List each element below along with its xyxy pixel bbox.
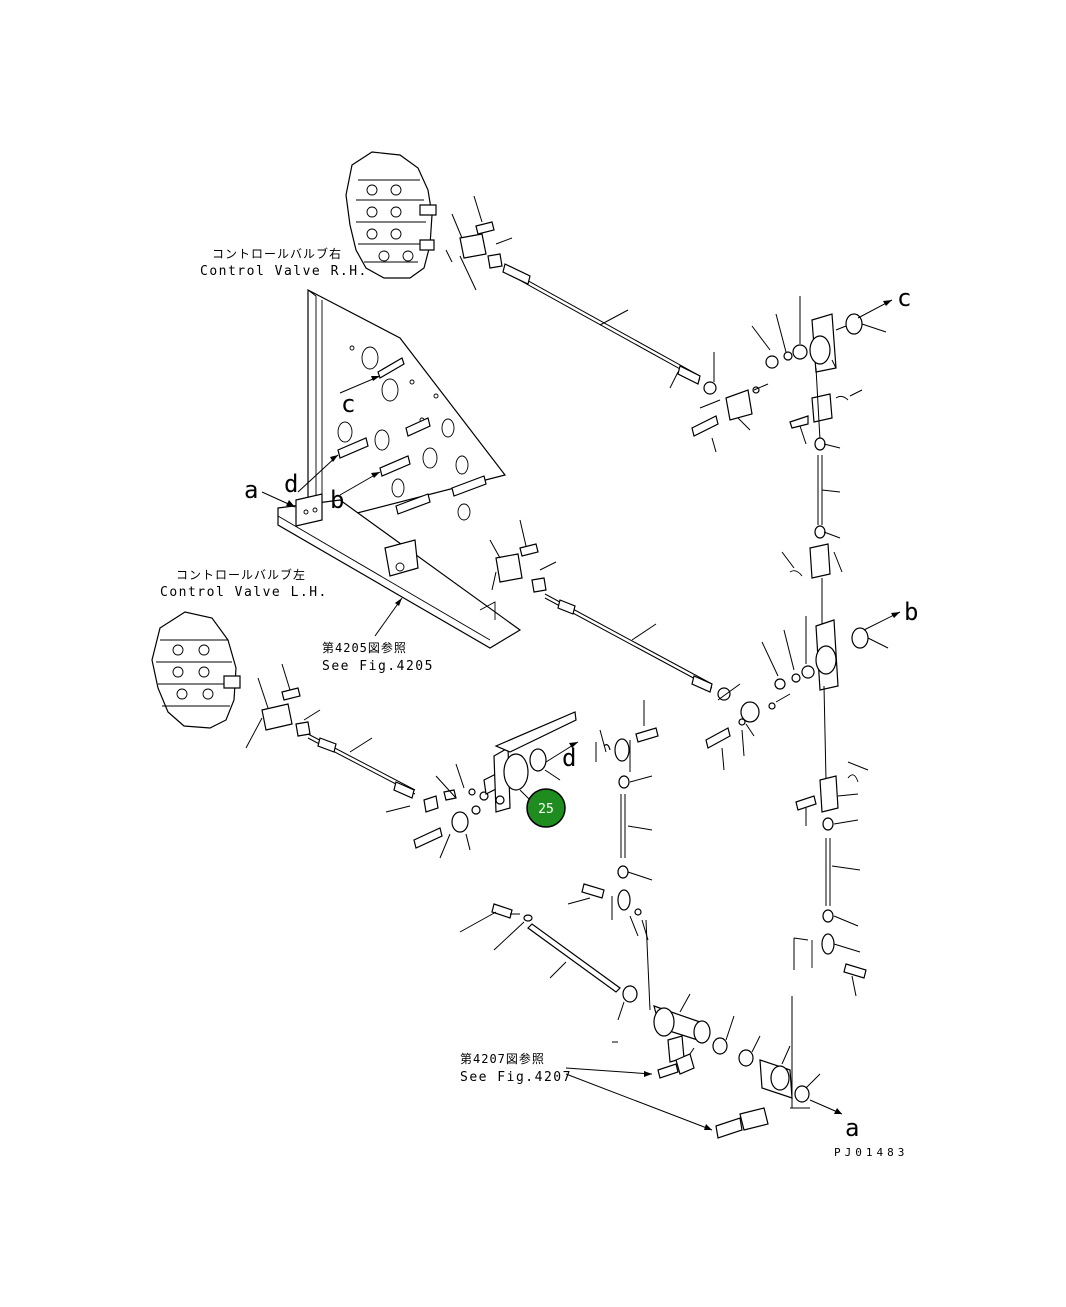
mounting-plate xyxy=(307,289,507,521)
ref-label-d-lever: d xyxy=(562,744,576,772)
ref-label-c-plate: c xyxy=(341,390,355,418)
fig4207-en-label: See Fig.4207 xyxy=(460,1070,572,1085)
fig4205-jp-label: 第4205図参照 xyxy=(322,640,407,655)
rod-right-vertical-lower xyxy=(793,685,869,997)
clevis-lh xyxy=(245,663,321,749)
callout-25[interactable]: 25 xyxy=(526,788,566,828)
ref-label-d-plate: d xyxy=(284,470,298,498)
valve-rh-jp-label: コントロールバルブ右 xyxy=(212,246,342,261)
control-valve-rh xyxy=(345,151,437,279)
fig4205-en-label: See Fig.4205 xyxy=(322,659,434,674)
lever-lh-assembly xyxy=(413,711,577,859)
rod-ends-fig4207 xyxy=(657,1047,769,1139)
rod-middle xyxy=(544,593,713,693)
fig4207-jp-label: 第4207図参照 xyxy=(460,1051,545,1066)
valve-lh-en-label: Control Valve L.H. xyxy=(160,585,328,600)
fig4207-leader-1 xyxy=(565,1067,653,1075)
rod-lh xyxy=(307,733,416,813)
ref-label-a-bottom: a xyxy=(845,1114,859,1142)
rod-left-vertical-lower xyxy=(567,700,659,1011)
clevis-rh-upper xyxy=(445,195,513,291)
base-channel xyxy=(277,493,522,649)
ref-label-a-plate: a xyxy=(244,476,258,504)
rod-right-vertical-upper xyxy=(781,367,843,625)
drawing-code: PJ01483 xyxy=(834,1146,908,1159)
ref-label-c-right: c xyxy=(897,284,911,312)
valve-rh-en-label: Control Valve R.H. xyxy=(200,264,368,279)
lever-right-upper xyxy=(691,296,887,453)
rod-upper xyxy=(502,263,701,389)
cross-shaft-bottom xyxy=(459,903,821,1109)
valve-lh-jp-label: コントロールバルブ左 xyxy=(176,567,306,582)
ref-label-b-plate: b xyxy=(330,486,344,514)
plate-ref-arrows xyxy=(261,375,381,508)
clevis-middle xyxy=(489,519,557,593)
callout-25-circle[interactable] xyxy=(526,788,566,828)
ref-label-b-right: b xyxy=(904,598,918,626)
callout-25-number: 25 xyxy=(538,802,554,817)
fig4207-leader-2 xyxy=(565,1073,713,1131)
lever-right-middle xyxy=(705,616,889,771)
control-valve-lh xyxy=(151,611,241,729)
